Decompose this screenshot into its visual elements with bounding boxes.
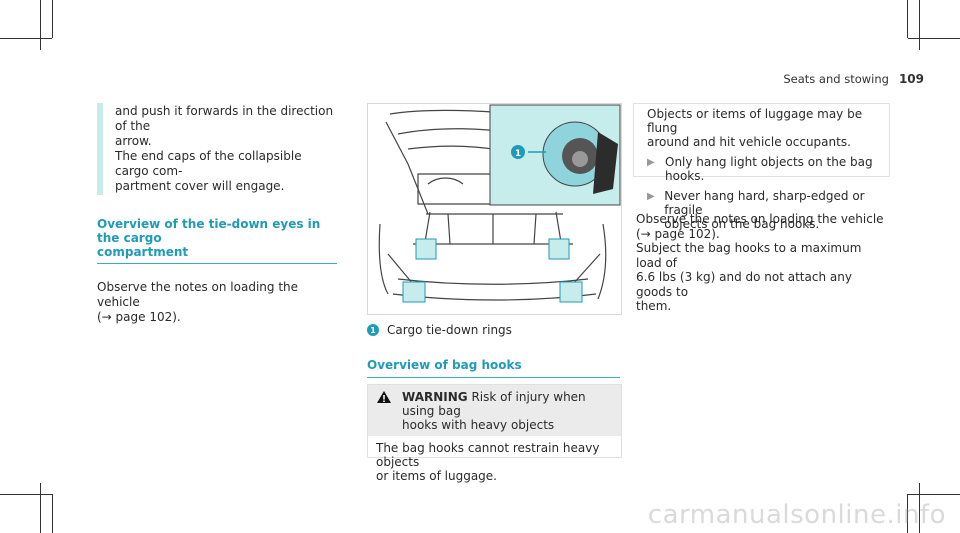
bullet-line: hooks. bbox=[665, 169, 705, 183]
warning-title-cont: hooks with heavy objects bbox=[402, 418, 555, 432]
body-line: 6.6 lbs (3 kg) and do not attach any goo… bbox=[636, 270, 852, 299]
right-column-text: Observe the notes on loading the vehicle… bbox=[636, 212, 886, 314]
left-column: and push it forwards in the direction of… bbox=[97, 103, 337, 325]
instruction-note: and push it forwards in the direction of… bbox=[97, 103, 337, 195]
bullet-line: objects on the bag hooks. bbox=[664, 217, 820, 231]
caption-text: Cargo tie-down rings bbox=[387, 323, 512, 337]
box-line: around and hit vehicle occupants. bbox=[647, 135, 851, 149]
caption-badge: 1 bbox=[367, 324, 379, 336]
heading-line: Overview of the tie-down eyes in the car… bbox=[97, 217, 321, 245]
section-title: Seats and stowing bbox=[783, 72, 889, 86]
bullet-arrow-icon: ▶ bbox=[647, 191, 655, 202]
box-line: Objects or items of luggage may be flung bbox=[647, 107, 863, 135]
body-line: them. bbox=[636, 299, 672, 313]
note-line: arrow. bbox=[115, 134, 152, 148]
tie-down-ring-highlight bbox=[415, 238, 437, 260]
body-line: Observe the notes on loading the vehicle bbox=[636, 212, 884, 226]
page-reference-link[interactable]: (→ page 102). bbox=[97, 310, 181, 324]
page-number: 109 bbox=[898, 72, 924, 86]
callout-number: 1 bbox=[515, 149, 521, 159]
bullet-line: Never hang hard, sharp-edged or fragile bbox=[664, 189, 865, 217]
section-heading-bag-hooks: Overview of bag hooks bbox=[367, 358, 620, 378]
warning-continuation-box: Objects or items of luggage may be flung… bbox=[633, 103, 890, 231]
tie-down-ring-highlight bbox=[548, 238, 570, 260]
body-line: Subject the bag hooks to a maximum load … bbox=[636, 241, 862, 270]
warning-text: The bag hooks cannot restrain heavy obje… bbox=[376, 441, 600, 469]
note-line: The end caps of the collapsible cargo co… bbox=[115, 149, 302, 178]
body-line: Observe the notes on loading the vehicle bbox=[97, 280, 299, 309]
tie-down-ring-highlight bbox=[402, 281, 426, 303]
note-line: and push it forwards in the direction of… bbox=[115, 104, 334, 133]
warning-box: WARNING Risk of injury when using bag ho… bbox=[367, 384, 622, 483]
note-line: partment cover will engage. bbox=[115, 179, 285, 193]
watermark: carmanualsonline.info bbox=[647, 500, 946, 530]
bullet-arrow-icon: ▶ bbox=[647, 157, 655, 168]
cargo-illustration: 1 bbox=[378, 104, 621, 303]
warning-title: Risk of injury when using bag bbox=[402, 390, 586, 418]
warning-text: or items of luggage. bbox=[376, 469, 497, 483]
page-header: Seats and stowing 109 bbox=[783, 72, 924, 86]
cargo-compartment-figure: 1 bbox=[367, 103, 622, 315]
callout-badge bbox=[511, 145, 525, 159]
bullet-line: Only hang light objects on the bag bbox=[665, 155, 873, 169]
warning-header: WARNING Risk of injury when using bag ho… bbox=[368, 385, 621, 436]
figure-caption: 1 Cargo tie-down rings bbox=[367, 323, 620, 337]
warning-label: WARNING bbox=[402, 390, 468, 404]
loading-notes: Observe the notes on loading the vehicle… bbox=[97, 280, 337, 325]
heading-line: compartment bbox=[97, 245, 189, 259]
page-reference-link[interactable]: (→ page 102). bbox=[636, 226, 720, 241]
bullet-item: ▶ Never hang hard, sharp-edged or fragil… bbox=[647, 189, 889, 231]
section-heading-tie-down: Overview of the tie-down eyes in the car… bbox=[97, 217, 337, 264]
warning-triangle-icon bbox=[376, 390, 394, 432]
warning-body: The bag hooks cannot restrain heavy obje… bbox=[368, 436, 621, 488]
tie-down-ring-highlight bbox=[559, 281, 583, 303]
